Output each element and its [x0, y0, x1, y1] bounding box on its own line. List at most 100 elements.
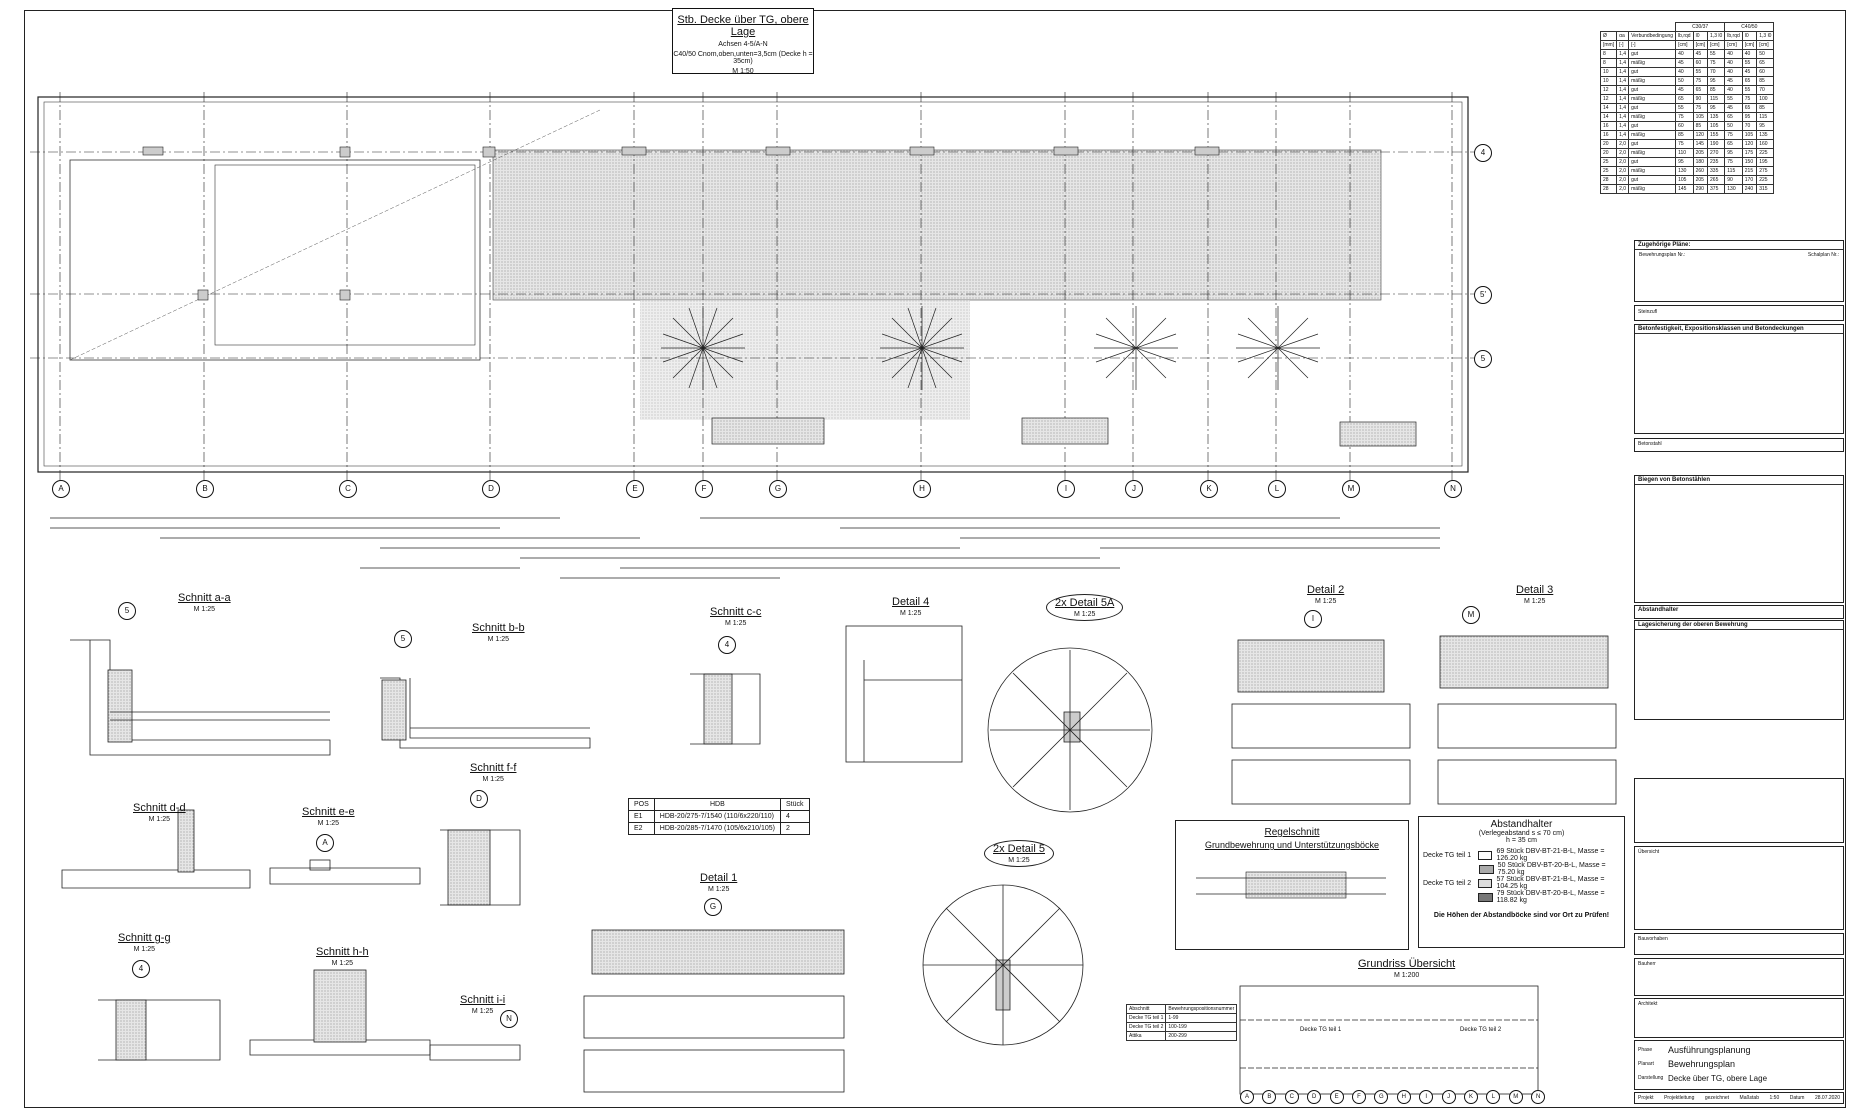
section-ii-axis: N: [500, 1010, 518, 1028]
anchor-cell: mäßig: [1628, 166, 1677, 176]
anchor-cell: 65: [1741, 76, 1758, 86]
anchor-cell: 115: [1707, 94, 1726, 104]
grid-axis-n: N: [1444, 480, 1462, 498]
section-drawings: [61, 625, 1617, 1095]
anchor-cell: 70: [1756, 85, 1775, 95]
anchor-cell: 2,0: [1616, 139, 1630, 149]
anchor-cell: 120: [1741, 139, 1758, 149]
section-ee-axis: A: [316, 834, 334, 852]
anchor-headers-cell: lb,rqd: [1675, 31, 1694, 41]
anchor-cell: 75: [1675, 139, 1694, 149]
grid-axis-m: M: [1342, 480, 1360, 498]
grid-axis-j: J: [1125, 480, 1143, 498]
anchor-cell: 20: [1599, 139, 1618, 149]
drawing-title: Stb. Decke über TG, obere Lage: [677, 14, 809, 38]
anchor-cell: 270: [1707, 148, 1726, 158]
grundriss-axis-d: D: [1307, 1090, 1322, 1104]
betonstahl-panel: Betonstahl: [1634, 438, 1844, 452]
anchor-cell: 130: [1675, 166, 1694, 176]
anchor-cell: 105: [1675, 175, 1694, 185]
anchor-units-cell: [cm]: [1675, 40, 1694, 50]
anchor-cell: 55: [1741, 85, 1758, 95]
anchor-cell: 95: [1724, 148, 1743, 158]
grundriss-axis-j: J: [1441, 1090, 1456, 1104]
anchor-units-cell: [cm]: [1741, 40, 1758, 50]
anchor-cell: 335: [1707, 166, 1726, 176]
grundriss-part1: Decke TG teil 1: [1300, 1027, 1342, 1033]
anchor-cell: gut: [1628, 121, 1677, 131]
anchor-cell: 10: [1599, 76, 1618, 86]
anchor-cell: mäßig: [1628, 184, 1677, 194]
anchor-cell: 75: [1724, 157, 1743, 167]
anchor-cell: 8: [1599, 49, 1618, 59]
anchor-cell: 95: [1707, 76, 1726, 86]
anchor-cell: 40: [1741, 49, 1758, 59]
anchor-cell: 2,0: [1616, 175, 1630, 185]
grid-axis-g: G: [769, 480, 787, 498]
section-aa-axis: 5: [118, 602, 136, 620]
anchor-cell: 2,0: [1616, 148, 1630, 158]
beton-panel: Betonfestigkeit, Expositionsklassen und …: [1634, 324, 1844, 434]
anchor-cell: 110: [1675, 148, 1694, 158]
anchor-cell: gut: [1628, 49, 1677, 59]
anchor-units-cell: [cm]: [1724, 40, 1743, 50]
anchor-cell: 275: [1756, 166, 1775, 176]
anchor-cell: mäßig: [1628, 148, 1677, 158]
anchor-cell: 70: [1741, 121, 1758, 131]
anchor-cell: 40: [1724, 58, 1743, 68]
grid-axis-k: K: [1200, 480, 1218, 498]
anchor-cell: 265: [1707, 175, 1726, 185]
anchor-cell: 1,4: [1616, 85, 1630, 95]
anchor-cell: 85: [1707, 85, 1726, 95]
grundriss-axis-i: I: [1419, 1090, 1434, 1104]
anchor-cell: 25: [1599, 166, 1618, 176]
anchor-cell: 1,4: [1616, 94, 1630, 104]
anchor-cell: gut: [1628, 85, 1677, 95]
reinforcement-zone: [492, 149, 1382, 301]
anchor-cell: gut: [1628, 103, 1677, 113]
anchor-cell: 55: [1724, 94, 1743, 104]
anchor-cell: mäßig: [1628, 130, 1677, 140]
section-ff-axis: D: [470, 790, 488, 808]
anchor-units-cell: [cm]: [1692, 40, 1709, 50]
anchor-cell: 175: [1741, 148, 1758, 158]
grundriss-axis-h: H: [1396, 1090, 1411, 1104]
anchor-cell: mäßig: [1628, 76, 1677, 86]
grundriss-part2: Decke TG teil 2: [1460, 1027, 1502, 1033]
anchor-headers-cell: 1,3 l0: [1756, 31, 1775, 41]
grundriss-axis-b: B: [1262, 1090, 1277, 1104]
anchor-cell: 60: [1675, 121, 1694, 131]
anchor-cell: 225: [1756, 148, 1775, 158]
grundriss-axis-l: L: [1486, 1090, 1501, 1104]
anchor-cell: 40: [1675, 49, 1694, 59]
anchor-headers-cell: αa: [1616, 31, 1630, 41]
rebar-schedule-lines: [50, 517, 1440, 579]
anchor-cell: 105: [1741, 130, 1758, 140]
overview-panel: Übersicht: [1634, 846, 1844, 930]
anchor-cell: 100: [1756, 94, 1775, 104]
anchor-cell: 90: [1692, 94, 1709, 104]
anchor-cell: 45: [1692, 49, 1709, 59]
anchor-cell: 60: [1692, 58, 1709, 68]
anchor-cell: 95: [1675, 157, 1694, 167]
